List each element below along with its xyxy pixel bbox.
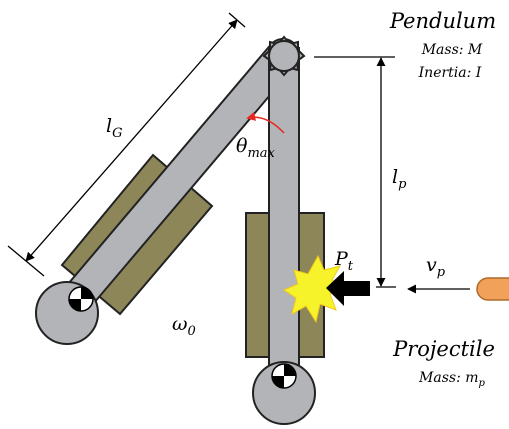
pendulum-title: Pendulum bbox=[389, 9, 496, 33]
omega-0-label: ω0 bbox=[172, 313, 196, 339]
rest-pendulum-bob bbox=[252, 361, 316, 425]
swung-cg-marker bbox=[68, 286, 94, 312]
pt-label-sub: t bbox=[348, 259, 354, 274]
lp-label-sub: p bbox=[398, 177, 407, 192]
theta-max-label-sub: max bbox=[247, 146, 275, 161]
projectile-mass-text: Mass: m bbox=[418, 370, 479, 386]
rest-pendulum-rod bbox=[268, 47, 300, 389]
theta-max-arrow bbox=[246, 112, 285, 134]
projectile-mass: Mass: mp bbox=[418, 370, 486, 389]
projectile-title: Projectile bbox=[392, 337, 495, 361]
pivot-hub bbox=[268, 40, 300, 72]
impact-burst bbox=[282, 254, 346, 324]
vp-label: vp bbox=[426, 254, 446, 280]
impulse-arrow bbox=[326, 271, 370, 306]
projectile-mass-subscript: p bbox=[479, 378, 486, 389]
pivot bbox=[262, 35, 306, 77]
pendulum-mass: Mass: M bbox=[421, 42, 483, 58]
lp-dimension bbox=[314, 56, 396, 288]
projectile-body bbox=[476, 277, 509, 301]
lp-label: lp bbox=[392, 166, 407, 192]
omega-0-label-base: ω bbox=[172, 313, 188, 335]
vp-label-base: v bbox=[426, 254, 437, 276]
theta-max-label: θmax bbox=[236, 135, 276, 161]
pt-label: Pt bbox=[334, 248, 354, 274]
lG-dimension-line bbox=[25, 19, 238, 262]
theta-max-label-base: θ bbox=[236, 135, 248, 157]
lG-label-sub: G bbox=[112, 126, 122, 141]
pt-label-base: P bbox=[334, 248, 349, 270]
omega-0-label-sub: 0 bbox=[188, 324, 196, 339]
lG-label: lG bbox=[106, 115, 122, 141]
lG-dimension bbox=[7, 12, 246, 277]
pendulum-inertia: Inertia: I bbox=[418, 65, 482, 81]
rest-cg-marker bbox=[271, 363, 297, 389]
rest-pendulum bbox=[245, 47, 325, 425]
vp-label-sub: p bbox=[437, 265, 446, 280]
lG-label-base: l bbox=[106, 115, 112, 137]
lp-label-base: l bbox=[392, 166, 398, 188]
